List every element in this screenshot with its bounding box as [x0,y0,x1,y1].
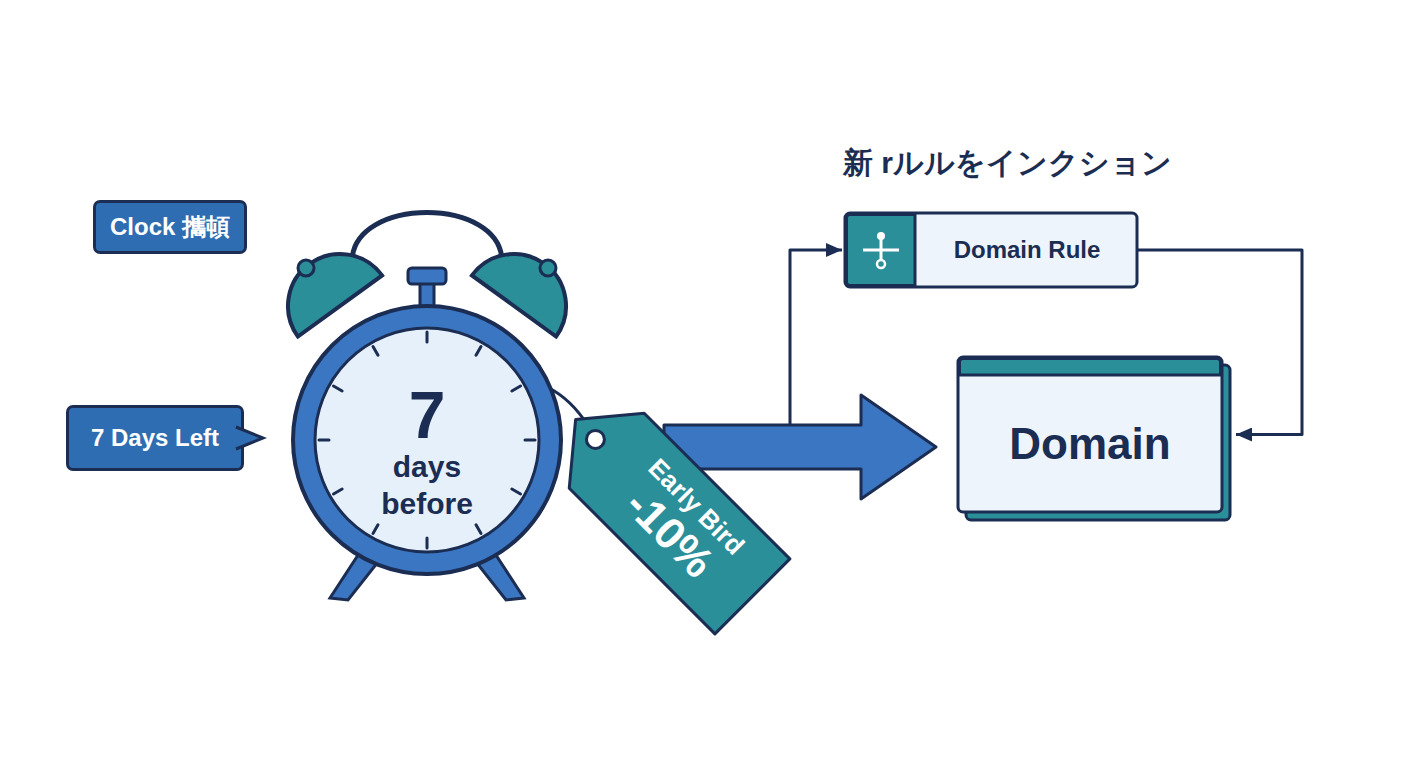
domain-label: Domain [1009,419,1170,469]
rule-box: Domain Rule [845,213,1137,287]
price-tag: Early Bird-10% [538,382,790,634]
badge-text: Clock 攜頓 [110,211,230,243]
rule-label: Domain Rule [954,236,1101,264]
clock-tick [476,346,481,355]
rule-icon [877,260,885,268]
clock-face [315,328,539,552]
clock-tick [373,346,378,355]
domain-box: Domain [958,357,1222,512]
clock-tick [512,386,521,391]
clock-tick [512,489,521,494]
clock-ring [293,306,561,574]
clock-handle [352,213,502,263]
clock-tick [319,439,329,442]
domain-header [960,359,1221,376]
domain-card [958,357,1222,512]
badge-label: Clock 攜頓 [93,200,247,254]
rule-icon [877,232,885,240]
clock-knob [408,268,446,284]
diagram-title: 新 rルルをインクション [843,143,1172,184]
clock-tick [333,489,342,494]
clock-tick [333,386,342,391]
bell-knob [540,260,556,276]
clock-tick [525,439,535,442]
tag-hole [583,427,608,452]
rule-icon-panel [847,215,916,286]
connector [790,250,842,425]
callout-box: 7 Days Left [66,405,244,471]
callout-pointer [236,427,263,449]
callout-pointer [241,426,267,450]
clock-tick [426,538,429,548]
clock-tick [476,525,481,534]
rule-frame [845,213,1137,287]
handle-arc [352,213,502,263]
day-number: 7 [409,382,446,448]
clock-caption: days before [367,448,487,523]
clock-tick [373,525,378,534]
alarm-clock: 7days before [289,302,565,578]
callout-text: 7 Days Left [91,424,219,452]
clock-tick [426,332,429,342]
tag-body [538,382,790,634]
bell-knob [298,260,314,276]
